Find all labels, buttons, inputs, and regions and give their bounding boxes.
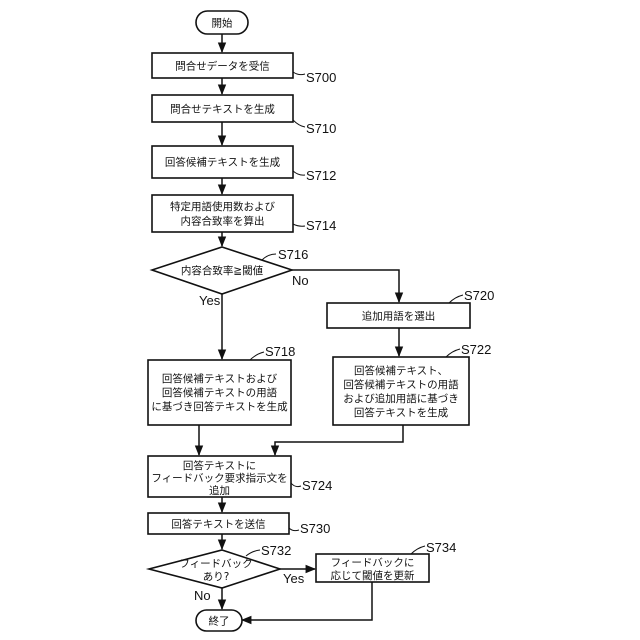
label-s722: S722 <box>461 342 491 357</box>
node-s732-text-line2: あり? <box>203 571 230 583</box>
node-s722: 回答候補テキスト、 回答候補テキストの用語 および追加用語に基づき 回答テキスト… <box>333 357 469 425</box>
label-s718: S718 <box>265 344 295 359</box>
node-s714: 特定用語使用数および 内容合致率を算出 <box>152 195 293 232</box>
node-s710-text: 問合せテキストを生成 <box>170 103 275 116</box>
label-s710: S710 <box>306 121 336 136</box>
label-s720: S720 <box>464 288 494 303</box>
branch-s732-no: No <box>194 588 211 603</box>
node-s724-text-line3: 追加 <box>209 484 230 497</box>
label-s724: S724 <box>302 478 332 493</box>
node-s716: 内容合致率≧閾値 <box>152 247 292 294</box>
node-s718-text-line1: 回答候補テキストおよび <box>162 372 278 385</box>
node-s734-text-line2: 応じて閾値を更新 <box>331 569 415 582</box>
label-s712: S712 <box>306 168 336 183</box>
label-s734: S734 <box>426 540 456 555</box>
node-s730: 回答テキストを送信 <box>148 513 289 534</box>
node-s712: 回答候補テキストを生成 <box>152 146 293 178</box>
edge-s722-s724 <box>275 425 403 455</box>
node-start-text: 開始 <box>212 17 233 30</box>
node-s716-text: 内容合致率≧閾値 <box>181 264 264 277</box>
node-s730-text: 回答テキストを送信 <box>171 518 265 531</box>
node-s718-text-line3: に基づき回答テキストを生成 <box>151 400 288 413</box>
node-s714-text-line2: 内容合致率を算出 <box>181 215 265 228</box>
node-s732-text-line1: フィードバック <box>179 558 252 570</box>
label-s730: S730 <box>300 521 330 536</box>
node-s712-text: 回答候補テキストを生成 <box>165 156 281 169</box>
node-s724-text-line1: 回答テキストに <box>183 459 256 472</box>
node-s724-text-line2: フィードバック要求指示文を <box>151 472 287 485</box>
node-s722-text-line4: 回答テキストを生成 <box>354 406 449 419</box>
node-s720: 追加用語を選出 <box>327 303 470 328</box>
node-s710: 問合せテキストを生成 <box>152 95 293 122</box>
node-s720-text: 追加用語を選出 <box>362 310 436 323</box>
node-s722-text-line3: および追加用語に基づき <box>343 392 459 405</box>
node-s734-text-line1: フィードバックに <box>331 557 415 569</box>
node-s714-text-line1: 特定用語使用数および <box>170 200 275 213</box>
node-s722-text-line1: 回答候補テキスト、 <box>354 364 448 377</box>
label-s700: S700 <box>306 70 336 85</box>
node-end: 終了 <box>196 610 242 631</box>
label-s716: S716 <box>278 247 308 262</box>
node-s718-text-line2: 回答候補テキストの用語 <box>162 386 278 399</box>
node-s724: 回答テキストに フィードバック要求指示文を 追加 <box>148 456 291 497</box>
label-s714: S714 <box>306 218 336 233</box>
edge-s734-end <box>242 582 372 620</box>
node-s700-text: 問合せデータを受信 <box>175 60 270 73</box>
node-s734: フィードバックに 応じて閾値を更新 <box>316 554 429 582</box>
node-s722-text-line2: 回答候補テキストの用語 <box>343 378 459 391</box>
branch-s716-no: No <box>292 273 309 288</box>
node-start: 開始 <box>196 11 248 34</box>
node-s700: 問合せデータを受信 <box>152 53 293 78</box>
label-s732: S732 <box>261 543 291 558</box>
node-s718: 回答候補テキストおよび 回答候補テキストの用語 に基づき回答テキストを生成 <box>148 360 291 425</box>
node-end-text: 終了 <box>209 615 230 628</box>
branch-s716-yes: Yes <box>199 293 221 308</box>
branch-s732-yes: Yes <box>283 571 305 586</box>
